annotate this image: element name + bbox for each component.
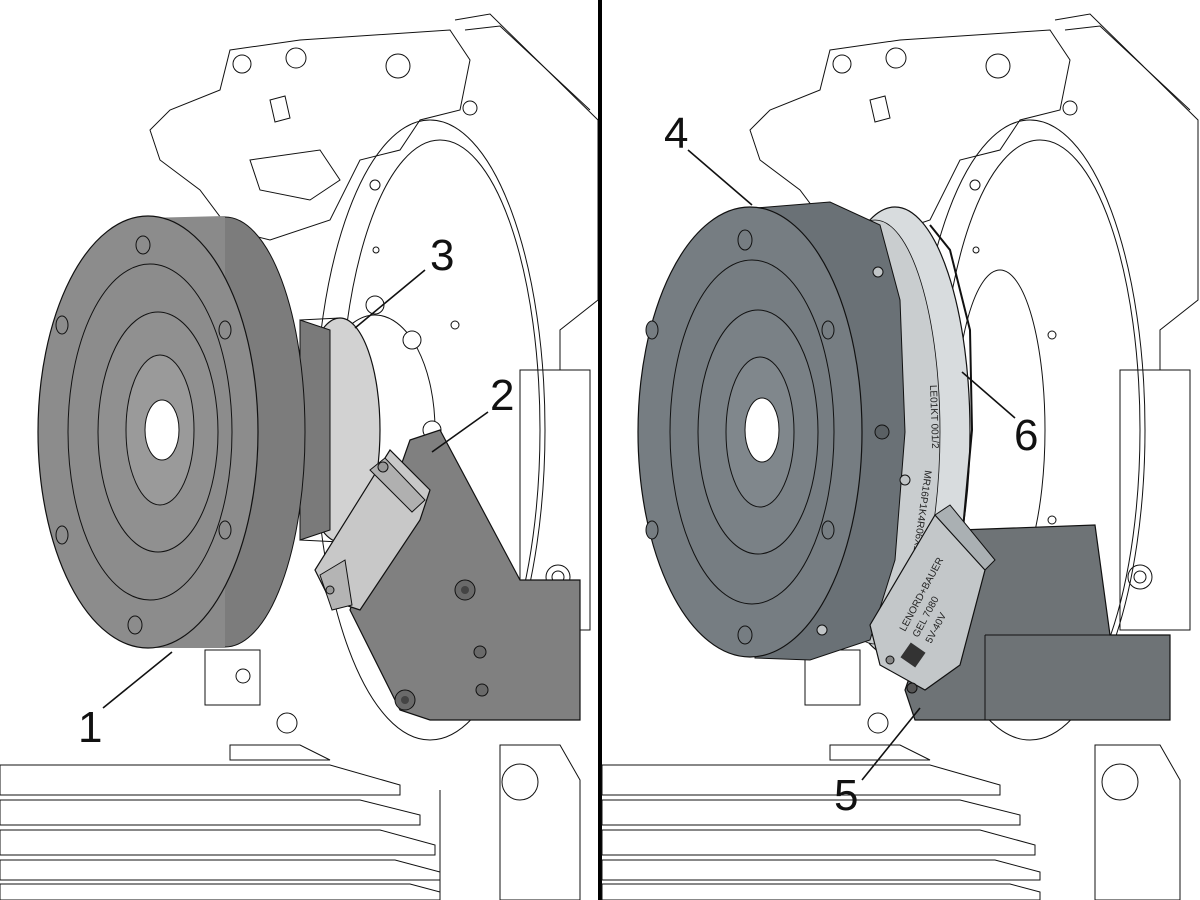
callout-label-1: 1 [78, 703, 102, 752]
motor-fins-left [0, 764, 441, 900]
sensor-bracket-part-2 [314, 429, 581, 721]
steel-flange-part-4 [637, 201, 911, 661]
callout-label-3: 3 [430, 231, 454, 280]
test-flange-part-1 [37, 215, 331, 649]
ring-engraving-1: LE01KT 001/2 [927, 385, 940, 450]
callout-label-2: 2 [490, 371, 514, 420]
callout-label-6: 6 [1014, 411, 1038, 460]
right-panel: LE01KT 001/2 MR16P1K4R06X1 [601, 0, 1200, 900]
sensor-head-part-5: LENORD+BAUER GEL 7080 5V-40V [869, 504, 996, 694]
leader-line-2 [431, 411, 489, 453]
leader-line-1 [102, 651, 173, 709]
callout-label-4: 4 [664, 109, 688, 158]
leader-line-6 [961, 371, 1016, 419]
leader-line-4 [687, 149, 753, 206]
left-panel: 1 2 3 [0, 0, 599, 900]
motor-fins-right [601, 764, 1041, 900]
leader-line-5 [861, 707, 921, 781]
panel-divider [598, 0, 602, 900]
callout-label-5: 5 [834, 771, 858, 820]
leader-line-3 [354, 269, 426, 329]
